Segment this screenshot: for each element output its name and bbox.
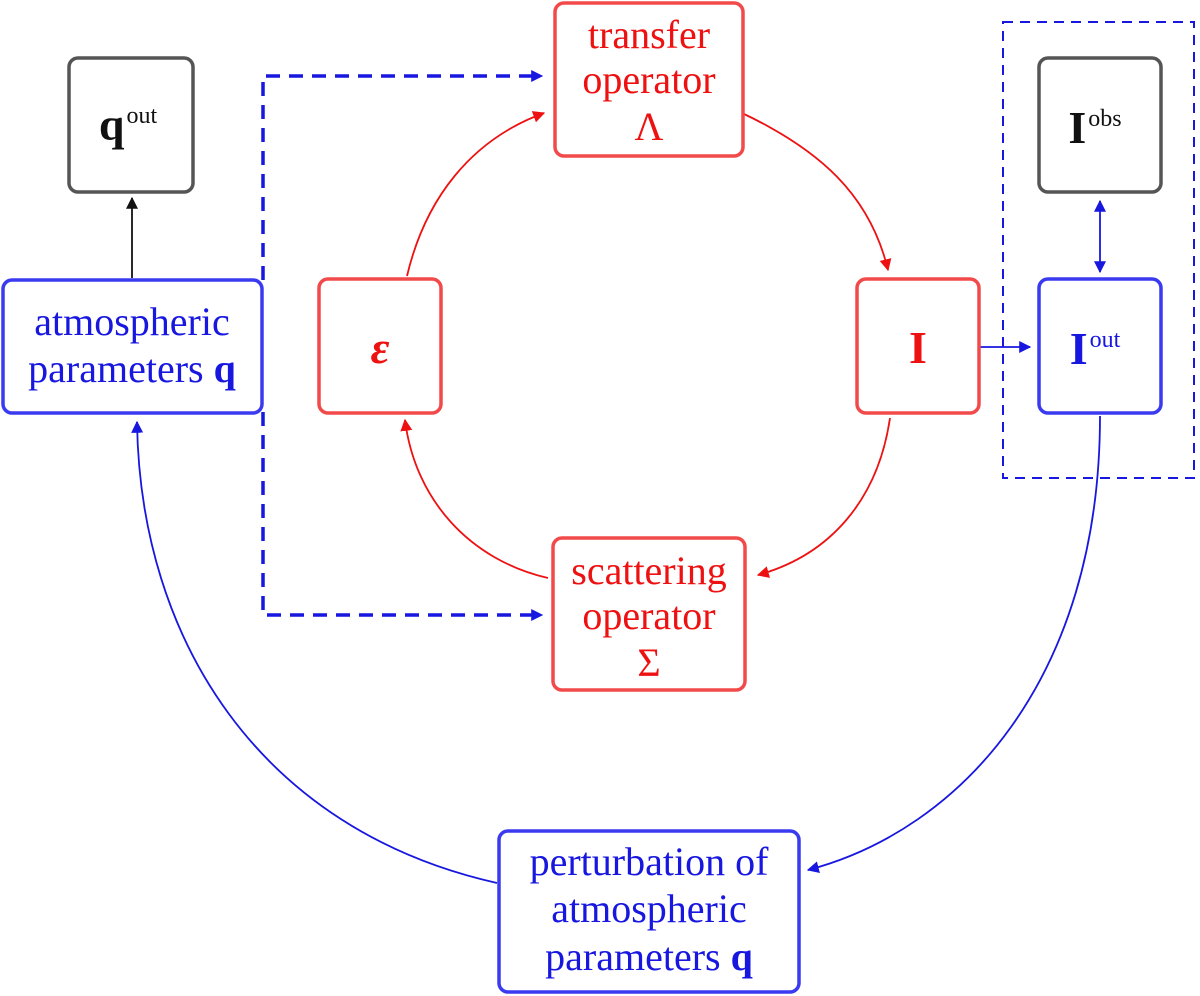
q-out-label: qout [99, 99, 158, 150]
perturb-line3: parameters q [545, 934, 753, 979]
lambda-symbol: Λ [634, 104, 663, 149]
atmos-line2: parameters q [28, 346, 236, 391]
scattering-line2: operator [582, 593, 715, 638]
arrow-perturbation-to-atmos [131, 420, 498, 884]
sigma-symbol: Σ [637, 640, 660, 685]
scattering-line1: scattering [571, 548, 727, 593]
transfer-line2: operator [582, 57, 715, 102]
perturb-line1: perturbation of [530, 839, 769, 884]
node-i-out: Iout [1037, 277, 1163, 415]
node-epsilon: ε [317, 277, 443, 415]
dashed-atmos-to-scattering [261, 412, 544, 621]
node-atmospheric-parameters: atmospheric parameters q [1, 278, 264, 415]
dashed-atmos-to-transfer [261, 70, 544, 280]
i-out-label: Iout [1070, 323, 1121, 374]
arrow-intensity-to-scattering [756, 417, 891, 578]
arrow-scattering-to-epsilon [400, 418, 549, 579]
perturb-line2: atmospheric [551, 886, 747, 931]
transfer-line1: transfer [588, 12, 710, 57]
intensity-symbol: I [909, 322, 927, 373]
arrow-intensity-to-transfer [741, 112, 892, 272]
node-q-out: qout [67, 56, 195, 194]
node-i-obs: Iobs [1037, 56, 1163, 194]
epsilon-symbol: ε [371, 322, 390, 373]
i-obs-label: Iobs [1068, 102, 1121, 153]
arrow-epsilon-to-transfer [406, 111, 546, 277]
node-perturbation: perturbation of atmospheric parameters q [497, 829, 801, 994]
node-scattering-operator: scattering operator Σ [551, 536, 747, 692]
node-intensity: I [855, 277, 981, 415]
arrow-iout-to-perturbation [806, 415, 1101, 874]
atmos-line1: atmospheric [34, 299, 230, 344]
node-transfer-operator: transfer operator Λ [553, 1, 745, 158]
